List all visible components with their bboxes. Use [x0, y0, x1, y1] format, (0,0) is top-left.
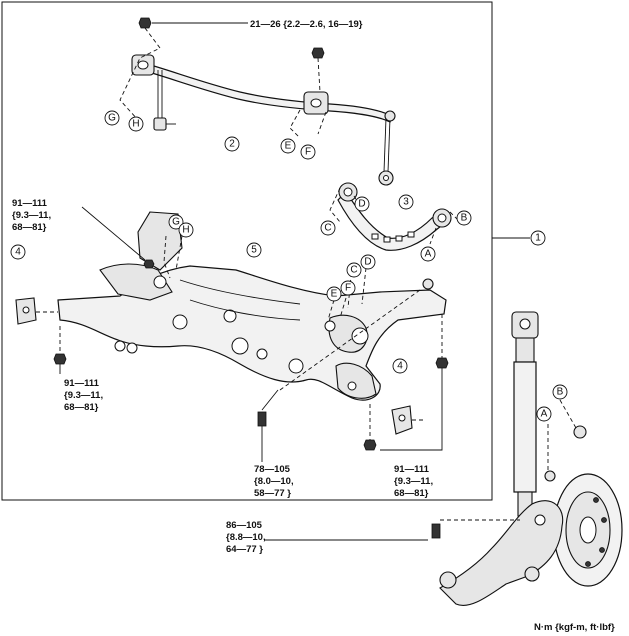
svg-text:91—111: 91—111	[64, 378, 100, 389]
callout-G2: G	[168, 214, 184, 230]
svg-text:G: G	[172, 217, 180, 228]
svg-text:2: 2	[229, 139, 235, 150]
svg-text:86—105: 86—105	[226, 520, 263, 531]
svg-text:{9.3—11,: {9.3—11,	[394, 476, 433, 487]
callout-F1: F	[300, 144, 316, 160]
svg-text:B: B	[461, 213, 468, 224]
torque-lower-left: 91—111 {9.3—11, 68—81}	[64, 378, 103, 413]
callout-A1: A	[420, 246, 436, 262]
callout-C1: C	[320, 220, 336, 236]
svg-text:B: B	[557, 387, 564, 398]
svg-text:68—81}: 68—81}	[394, 488, 429, 499]
callout-5: 5	[246, 242, 262, 258]
torque-top: 21—26 {2.2—2.6, 16—19}	[250, 19, 363, 30]
callout-C2: C	[346, 262, 362, 278]
callout-B2: B	[552, 384, 568, 400]
svg-text:5: 5	[251, 245, 257, 256]
torque-bottom-right: 91—111 {9.3—11, 68—81}	[394, 464, 433, 499]
svg-text:{9.3—11,: {9.3—11,	[64, 390, 103, 401]
torque-bottom-mid: 78—105 {8.0—10, 58—77 }	[254, 464, 294, 499]
assembly-frame	[1, 1, 493, 501]
callout-E2: E	[326, 286, 342, 302]
callout-D2: D	[360, 254, 376, 270]
callout-4a: 4	[10, 244, 26, 260]
torque-upper-left: 91—111 {9.3—11, 68—81}	[12, 198, 51, 233]
upper-arm	[337, 182, 452, 251]
top-nut	[138, 17, 325, 59]
svg-text:78—105: 78—105	[254, 464, 291, 475]
svg-text:E: E	[331, 289, 338, 300]
svg-text:68—81}: 68—81}	[12, 222, 47, 233]
svg-text:91—111: 91—111	[12, 198, 48, 209]
callout-2: 2	[224, 136, 240, 152]
callout-D1: D	[354, 196, 370, 212]
callout-3: 3	[398, 194, 414, 210]
svg-text:E: E	[285, 141, 292, 152]
callout-A2: A	[536, 406, 552, 422]
svg-text:H: H	[182, 225, 189, 236]
svg-text:{8.8—10,: {8.8—10,	[226, 532, 266, 543]
svg-text:91—111: 91—111	[394, 464, 430, 475]
svg-text:{8.0—10,: {8.0—10,	[254, 476, 294, 487]
torque-outside: 86—105 {8.8—10, 64—77 }	[226, 520, 266, 555]
svg-text:F: F	[345, 283, 351, 294]
svg-text:D: D	[358, 199, 365, 210]
svg-text:64—77 }: 64—77 }	[226, 544, 263, 555]
callout-4b: 4	[392, 358, 408, 374]
callout-1: 1	[530, 230, 546, 246]
callout-F2: F	[340, 280, 356, 296]
svg-text:H: H	[132, 119, 139, 130]
svg-text:3: 3	[403, 197, 409, 208]
torque-units: N·m {kgf-m, ft·lbf}	[534, 622, 615, 633]
svg-text:D: D	[364, 257, 371, 268]
svg-text:C: C	[324, 223, 331, 234]
svg-text:{9.3—11,: {9.3—11,	[12, 210, 51, 221]
mount-right	[391, 405, 413, 435]
callout-H1: H	[128, 116, 144, 132]
svg-text:58—77 }: 58—77 }	[254, 488, 291, 499]
svg-text:F: F	[305, 147, 311, 158]
crossmember	[57, 211, 447, 401]
callout-B1: B	[456, 210, 472, 226]
svg-text:C: C	[350, 265, 357, 276]
mount-left	[15, 297, 37, 325]
stabilizer-bar	[131, 54, 396, 186]
callout-H2: H	[178, 222, 194, 238]
callout-G1: G	[104, 110, 120, 126]
callout-E1: E	[280, 138, 296, 154]
svg-text:68—81}: 68—81}	[64, 402, 99, 413]
shock-absorber	[511, 311, 539, 517]
svg-text:A: A	[425, 249, 432, 260]
svg-text:1: 1	[535, 233, 541, 244]
svg-text:G: G	[108, 113, 116, 124]
svg-text:4: 4	[15, 247, 21, 258]
svg-text:4: 4	[397, 361, 403, 372]
knuckle-hub	[431, 425, 623, 606]
svg-text:A: A	[541, 409, 548, 420]
